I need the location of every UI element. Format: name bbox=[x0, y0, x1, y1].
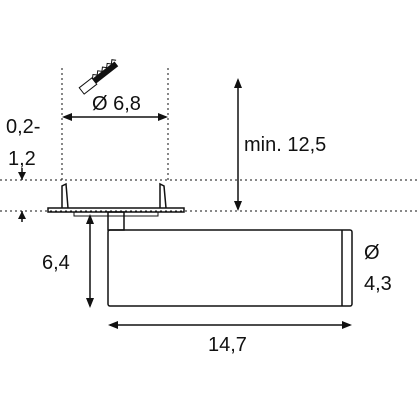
min-depth-dimension: min. 12,5 bbox=[234, 78, 326, 211]
body-diameter-dimension: Ø 4,3 bbox=[364, 242, 392, 295]
ceiling-outline bbox=[0, 179, 420, 212]
body-height-label: 6,4 bbox=[42, 252, 70, 274]
ceiling-thickness-dimension: 0,2- 1,2 bbox=[6, 116, 40, 222]
hole-saw-icon bbox=[78, 59, 119, 95]
body-diameter-label: 4,3 bbox=[364, 273, 392, 295]
body-length-dimension: 14,7 bbox=[108, 321, 352, 356]
ceiling-thickness-label-1: 0,2- bbox=[6, 116, 40, 138]
ceiling-thickness-label-2: 1,2 bbox=[8, 148, 36, 170]
spotlight-body bbox=[107, 229, 353, 307]
cutout-diameter-label: Ø 6,8 bbox=[92, 93, 141, 115]
body-length-label: 14,7 bbox=[208, 334, 247, 356]
body-diameter-symbol: Ø bbox=[364, 242, 380, 264]
cutout-diameter-dimension: Ø 6,8 bbox=[62, 93, 168, 121]
cutout-guides bbox=[61, 68, 169, 180]
fixture-neck bbox=[107, 211, 125, 231]
min-depth-label: min. 12,5 bbox=[244, 134, 326, 156]
body-height-dimension: 6,4 bbox=[42, 214, 94, 308]
